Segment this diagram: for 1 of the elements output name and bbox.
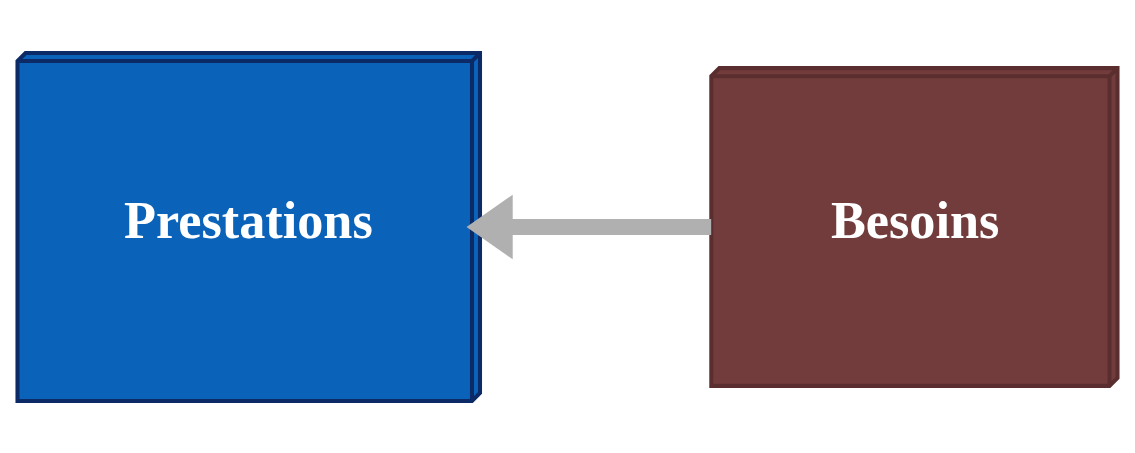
arrow [466, 194, 712, 259]
